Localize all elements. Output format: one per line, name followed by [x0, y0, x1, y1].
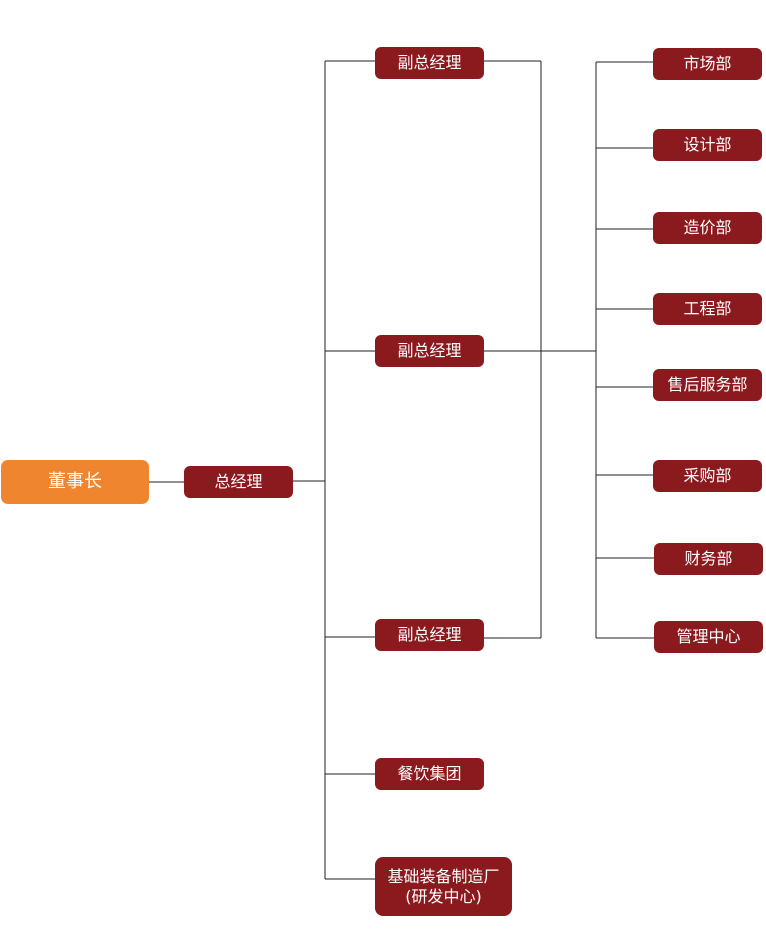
factory-label-line1: 基础装备制造厂	[387, 866, 500, 886]
dept-label-cost: 造价部	[683, 218, 732, 237]
dept-node-finance: 财务部	[654, 543, 763, 575]
dept-label-engineering: 工程部	[683, 299, 732, 318]
dept-node-management: 管理中心	[654, 621, 763, 653]
dept-node-design: 设计部	[653, 129, 762, 161]
dept-label-design: 设计部	[683, 135, 732, 154]
chairman-node: 董事长	[1, 460, 149, 504]
dept-label-management: 管理中心	[676, 627, 741, 646]
catering-group-node: 餐饮集团	[375, 758, 484, 790]
factory-label-line2: (研发中心)	[405, 886, 482, 906]
dept-node-purchasing: 采购部	[653, 460, 762, 492]
general-manager-node: 总经理	[184, 466, 293, 498]
dept-node-engineering: 工程部	[653, 293, 762, 325]
deputy-manager-node-1: 副总经理	[375, 47, 484, 79]
deputy-manager-label-2: 副总经理	[397, 341, 462, 360]
dept-node-cost: 造价部	[653, 212, 762, 244]
general-manager-label: 总经理	[214, 472, 263, 491]
dept-label-market: 市场部	[683, 54, 732, 73]
dept-node-market: 市场部	[653, 48, 762, 80]
deputy-manager-label-3: 副总经理	[397, 625, 462, 644]
deputy-manager-node-2: 副总经理	[375, 335, 484, 367]
dept-label-aftersales: 售后服务部	[667, 375, 748, 394]
factory-node: 基础装备制造厂 (研发中心)	[375, 857, 512, 916]
deputy-manager-label-1: 副总经理	[397, 53, 462, 72]
dept-node-aftersales: 售后服务部	[653, 369, 762, 401]
deputy-manager-node-3: 副总经理	[375, 619, 484, 651]
chairman-label: 董事长	[48, 471, 102, 492]
catering-group-label: 餐饮集团	[397, 764, 462, 783]
dept-label-purchasing: 采购部	[683, 466, 732, 485]
dept-label-finance: 财务部	[684, 549, 733, 568]
